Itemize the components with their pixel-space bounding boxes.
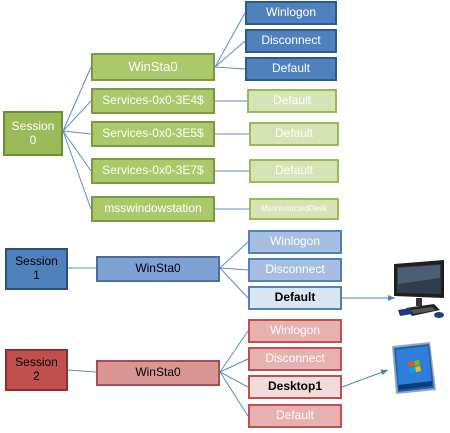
session-0-winsta0: WinSta0 (91, 53, 215, 81)
station-services-3e4: Services-0x0-3E4$ (91, 88, 215, 114)
session-0-desktop-disconnect: Disconnect (245, 29, 337, 53)
session-1-box: Session 1 (5, 248, 68, 290)
station-services-3e5: Services-0x0-3E5$ (91, 121, 215, 147)
station-services-3e5-desktop: Default (249, 122, 339, 146)
station-msswindowstation: msswindowstation (91, 196, 215, 222)
station-services-3e7: Services-0x0-3E7$ (91, 158, 215, 184)
session-2-desktop-desktop1: Desktop1 (248, 375, 342, 399)
session-0-desktop-winlogon: Winlogon (245, 1, 337, 25)
session-1-desktop-winlogon: Winlogon (248, 230, 342, 254)
computer-monitor-icon (394, 260, 444, 318)
session-0-box: Session 0 (3, 111, 63, 156)
session-2-box: Session 2 (5, 349, 68, 391)
station-services-3e4-desktop: Default (247, 89, 337, 113)
session-2-desktop-winlogon: Winlogon (248, 319, 342, 343)
station-msswindowstation-desktop: MssrestrictedDesk (249, 198, 339, 220)
station-services-3e7-desktop: Default (249, 159, 339, 183)
session-2-desktop-disconnect: Disconnect (248, 347, 342, 371)
session-1-desktop-default: Default (248, 286, 342, 310)
session-2-winsta0: WinSta0 (96, 360, 220, 386)
session-2-desktop-default: Default (248, 404, 342, 428)
session-1-winsta0: WinSta0 (96, 256, 220, 282)
windows-desktop-icon (392, 342, 436, 394)
session-1-desktop-disconnect: Disconnect (248, 258, 342, 282)
session-0-desktop-default: Default (245, 57, 337, 81)
